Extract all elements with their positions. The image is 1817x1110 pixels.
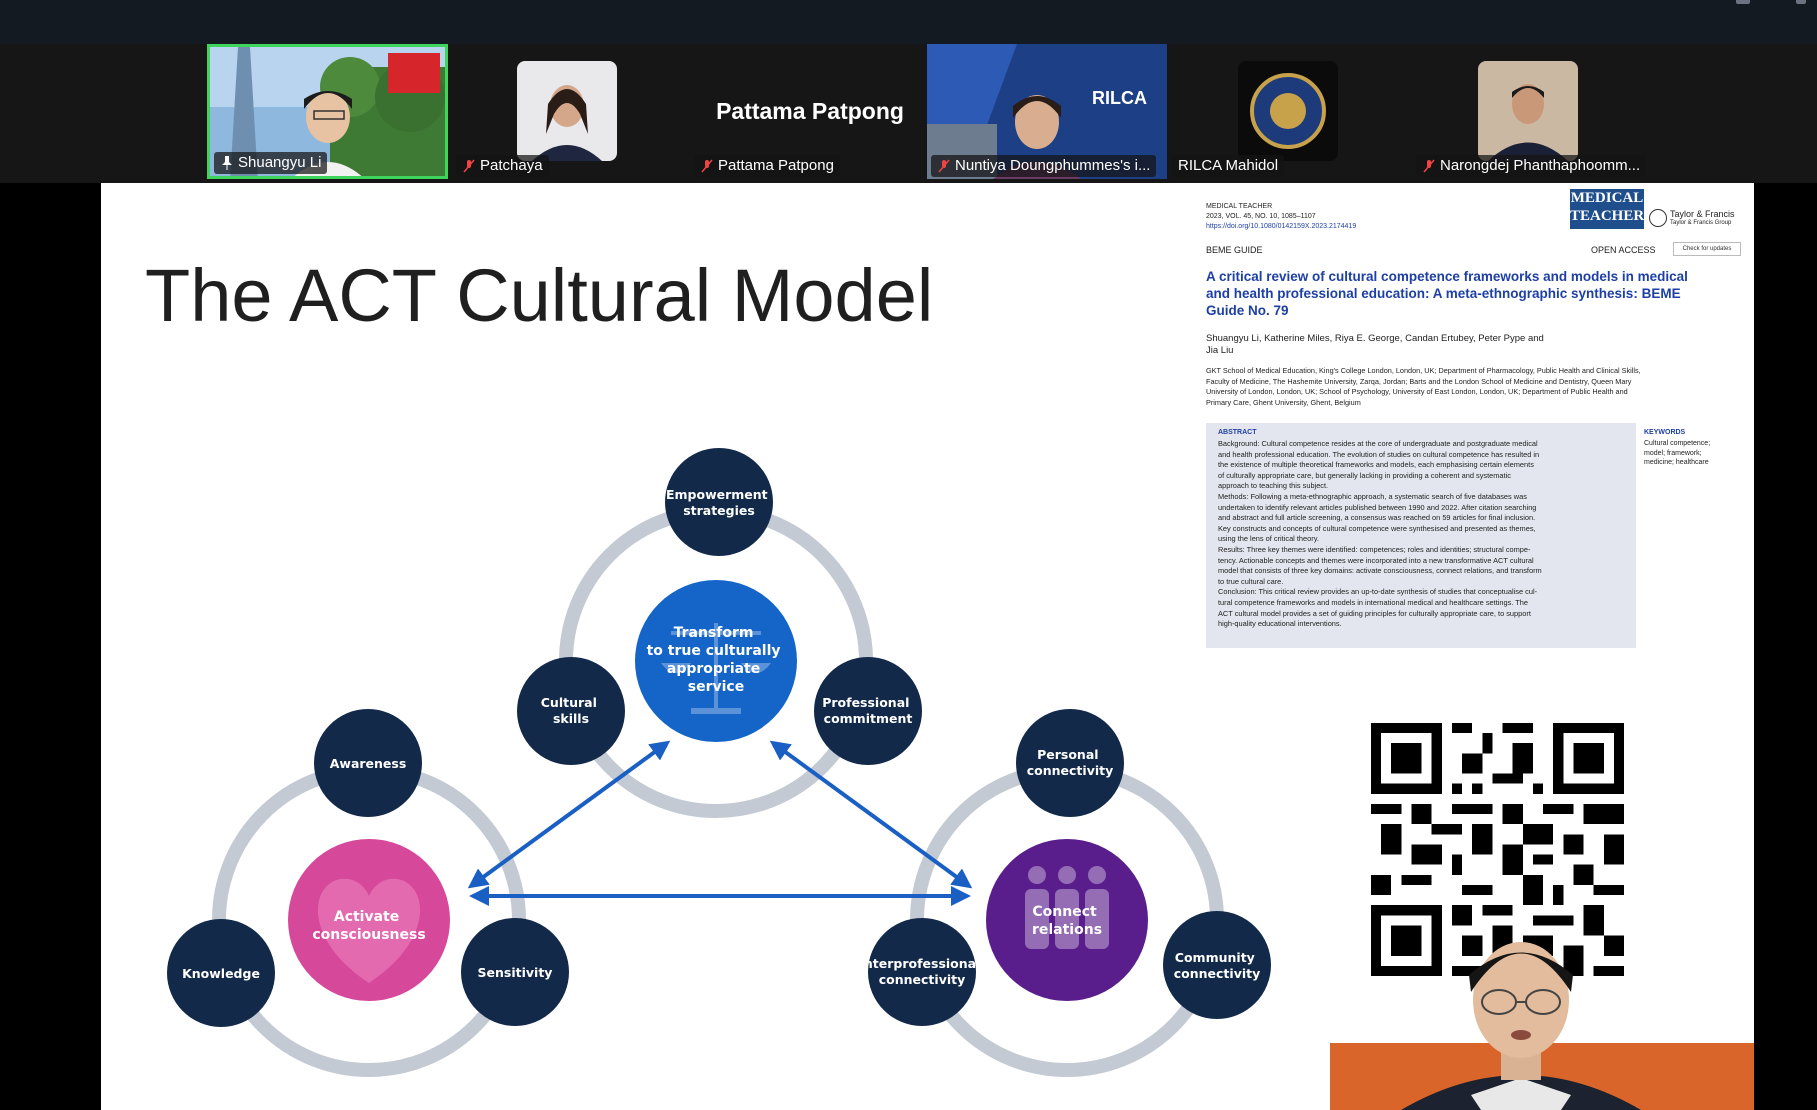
medical-teacher-logo: MEDICAL TEACHER [1570,189,1644,229]
pin-icon [222,156,232,170]
abstract-box: ABSTRACT Background: Cultural competence… [1206,423,1636,648]
arrow-top-left [467,740,671,889]
svg-text:Community connectivity: Community connectivity [1174,950,1261,981]
participant-tile-pattama[interactable]: Pattama Patpong Pattama Patpong [690,44,930,179]
abstract-heading: ABSTRACT [1218,429,1257,436]
mic-muted-icon [938,159,950,173]
transform-label-2: to true culturally [647,643,781,659]
paper-title: A critical review of cultural competence… [1206,269,1688,318]
participant-name-label: Patchaya [456,155,549,177]
participant-name-label: RILCA Mahidol [1172,155,1285,177]
empowerment-node: Empowerment strategies [665,448,773,556]
participant-display-name: Pattama Patpong [716,98,904,124]
participant-tile-narongdej[interactable]: Narongdej Phanthaphoomm... [1412,44,1652,179]
shared-slide: The ACT Cultural Model Transform [101,183,1754,1110]
personal-connectivity-node: Personal connectivity [1016,709,1124,817]
taylor-francis-logo [1649,209,1667,227]
participant-tile-patchaya[interactable]: Patchaya [452,44,692,179]
keywords-heading: KEYWORDS [1644,429,1686,436]
svg-text:Transform to true cult: Transform to true culturally appropriate… [647,625,786,695]
kings-college-logo [388,53,440,93]
section-label: BEME GUIDE [1206,245,1263,255]
participant-name-label: Shuangyu Li [214,152,328,174]
svg-text:Activate consciousness: Activate consciousness [312,909,425,943]
journal-line-1: MEDICAL TEACHER [1206,203,1273,210]
open-access-label: OPEN ACCESS [1591,245,1656,255]
scales-icon [661,623,771,714]
rilca-logo: RILCA [1092,88,1147,108]
participant-name-label: Nuntiya Doungphummes's i... [931,155,1157,177]
paper-screenshot: MEDICAL TEACHER 2023, VOL. 45, NO. 10, 1… [1199,183,1754,653]
window-titlebar [0,0,1817,44]
people-icon [1025,866,1109,949]
paper-authors: Shuangyu Li, Katherine Miles, Riya E. Ge… [1206,333,1544,356]
svg-text:Cultural skills: Cultural skills [541,695,601,726]
svg-text:Empowerment strategies: Empowerment strategies [666,487,772,518]
svg-text:Interprofessional conn: Interprofessional connectivity [859,956,985,987]
participant-name-label: Pattama Patpong [694,155,840,177]
minimize-icon[interactable] [1736,0,1750,4]
journal-line-2: 2023, VOL. 45, NO. 10, 1085–1107 [1206,213,1316,220]
mic-muted-icon [1423,159,1435,173]
speaker-video [1401,942,1641,1110]
svg-text:Connect relations: Connect relations [1032,904,1102,938]
publisher-sub: Taylor & Francis Group [1670,220,1732,226]
svg-text:Personal connectivity: Personal connectivity [1027,747,1114,778]
community-connectivity-node: Community connectivity [1163,911,1271,1019]
doi-link[interactable]: https://doi.org/10.1080/0142159X.2023.21… [1206,223,1357,230]
activate-center-node: Activate consciousness [288,839,450,1001]
connect-center-node: Connect relations [986,839,1148,1001]
svg-text:Knowledge: Knowledge [182,966,260,981]
paper-affiliations: GKT School of Medical Education, King's … [1206,366,1641,407]
participant-tile-shuangyu[interactable]: Shuangyu Li [207,44,448,179]
act-model-diagram: Transform to true culturally appropriate… [167,448,1271,1077]
transform-label-4: service [688,679,744,695]
cultural-skills-node: Cultural skills [517,657,625,765]
mic-muted-icon [463,159,475,173]
participant-tile-rilca[interactable]: RILCA Mahidol [1168,44,1408,179]
slide-title: The ACT Cultural Model [145,254,934,337]
svg-text:Awareness: Awareness [330,756,407,771]
participant-name-label: Narongdej Phanthaphoomm... [1416,155,1647,177]
keywords-list: Cultural competence; model; framework; m… [1644,440,1711,466]
maximize-icon[interactable] [1796,0,1806,4]
heart-icon [317,878,421,983]
publisher-name: Taylor & Francis [1670,209,1735,219]
svg-text:Professional commitmen: Professional commitment [822,695,914,726]
awareness-node: Awareness [314,709,422,817]
svg-text:Sensitivity: Sensitivity [478,965,553,980]
check-updates-button[interactable]: Check for updates [1673,242,1741,256]
knowledge-node: Knowledge [167,919,275,1027]
participant-video [210,47,445,176]
transform-label-3: appropriate [667,661,760,677]
transform-label-1: Transform [674,625,754,641]
abstract-text: Background: Cultural competence resides … [1218,439,1542,629]
transform-center-node: Transform to true culturally appropriate… [635,580,797,742]
sensitivity-node: Sensitivity [461,918,569,1026]
qr-code[interactable] [1371,723,1624,976]
participant-tile-nuntiya[interactable]: RILCA Nuntiya Doungphummes's i... [927,44,1167,179]
interprofessional-connectivity-node: Interprofessional connectivity [859,918,985,1026]
arrow-top-right [769,740,973,889]
mic-muted-icon [701,159,713,173]
professional-commitment-node: Professional commitment [814,657,922,765]
